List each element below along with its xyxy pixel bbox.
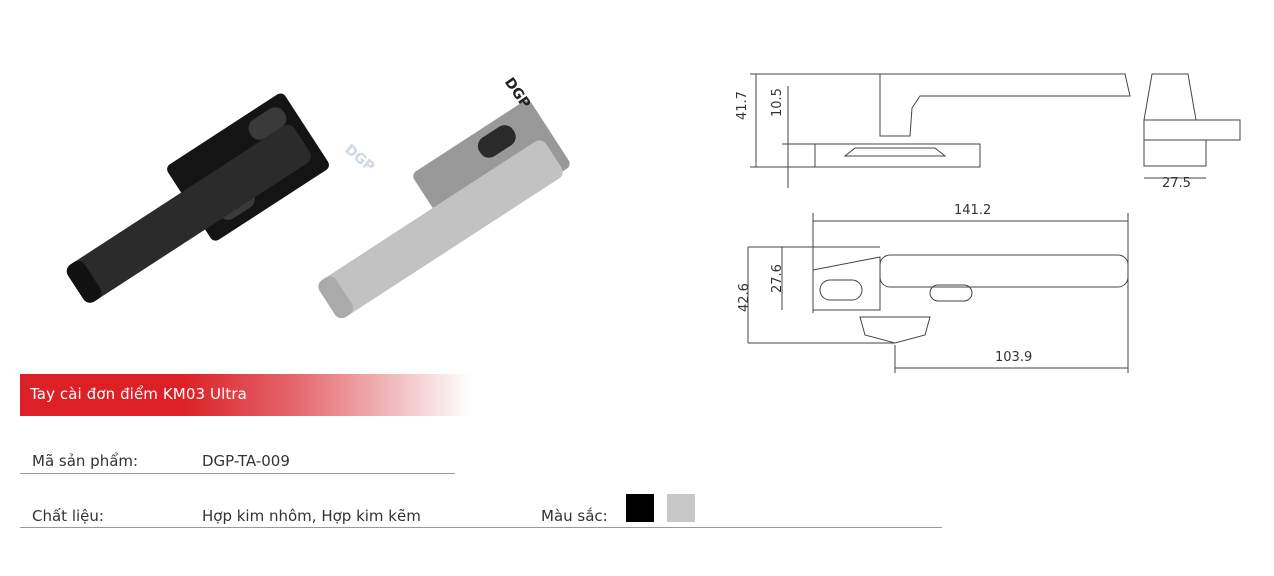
black-handle xyxy=(66,93,329,303)
spec-label-material: Chất liệu: xyxy=(32,507,104,525)
divider xyxy=(20,473,455,474)
brand-logo-black: DGP xyxy=(341,142,377,176)
dim-base-height: 10.5 xyxy=(770,88,785,117)
divider xyxy=(20,527,942,528)
silver-handle xyxy=(318,100,570,319)
spec-value-material: Hợp kim nhôm, Hợp kim kẽm xyxy=(202,507,421,525)
product-title: Tay cài đơn điểm KM03 Ultra xyxy=(30,385,247,403)
color-swatch-black[interactable] xyxy=(626,494,654,522)
dim-handle-length: 103.9 xyxy=(995,350,1033,365)
color-swatch-silver[interactable] xyxy=(667,494,695,522)
dim-width-total: 42.6 xyxy=(737,283,752,312)
dim-height-total: 41.7 xyxy=(735,91,750,120)
product-title-bar: Tay cài đơn điểm KM03 Ultra xyxy=(20,374,470,416)
top-view-drawing xyxy=(747,213,1129,373)
dim-depth: 27.5 xyxy=(1162,176,1191,191)
spec-label-code: Mã sản phẩm: xyxy=(32,452,139,470)
colors-label: Màu sắc: xyxy=(541,507,608,525)
dim-base-width: 27.6 xyxy=(770,264,785,293)
product-photo: DGP DGP xyxy=(66,75,570,319)
dim-length-total: 141.2 xyxy=(954,203,992,218)
spec-value-code: DGP-TA-009 xyxy=(202,452,290,470)
side-view-drawing xyxy=(750,73,1241,188)
